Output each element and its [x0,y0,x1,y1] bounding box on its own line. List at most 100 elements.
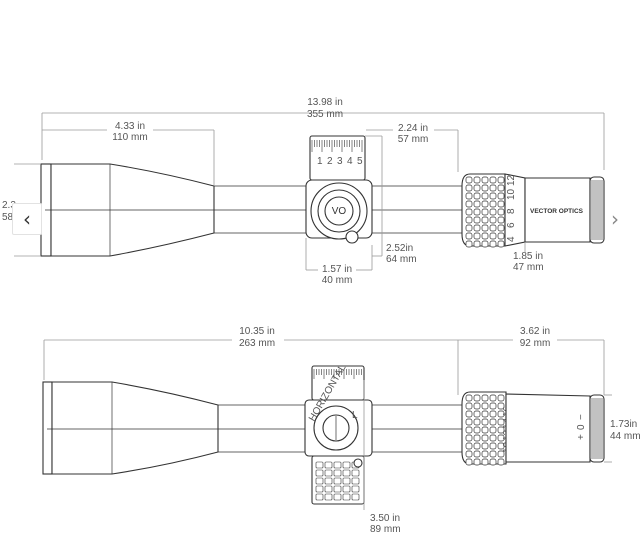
knurl-cell [465,176,473,184]
knurl-cell [497,450,505,458]
knob-segment [333,477,342,485]
diopter-minus: − [576,414,587,420]
knurl-cell [473,402,481,410]
knurl-cell [465,184,473,192]
knurl-cell [473,458,481,466]
turret-block-top: HORIZONTAL L [304,362,373,505]
knurl-cell [473,176,481,184]
knurl-cell [481,208,489,216]
objective-diameter-dimension: 2.3 58 [2,163,41,257]
overall-length-dimension: 13.98 in 355 mm [41,97,605,170]
knurl-cell [481,458,489,466]
previous-image-button[interactable]: ‹ [12,203,42,235]
knurl-cell [481,184,489,192]
knob-segment [342,469,351,477]
turret-width-inch: 1.57 in [322,264,352,275]
knurl-cell [473,426,481,434]
knurl-cell [473,442,481,450]
objective-length-mm: 110 mm [112,132,147,143]
knurl-cell [497,426,505,434]
knurl-cell [497,458,505,466]
knurl-cell [481,200,489,208]
knob-segment [333,461,342,469]
knurl-cell [465,232,473,240]
knurl-cell [481,402,489,410]
knurl-cell [489,418,497,426]
eyepiece-diameter-mm: 47 mm [513,262,544,273]
knob-segment [351,469,360,477]
mag-num-12: 12 [506,174,517,186]
knurl-cell [481,434,489,442]
knurl-cell [497,224,505,232]
knurl-cell [481,192,489,200]
knob-segment [324,461,333,469]
knurl-cell [473,434,481,442]
knurl-cell [497,434,505,442]
knurl-cell [481,426,489,434]
objective-diameter-mm: 58 [2,212,14,223]
diopter-zero: 0 [576,424,587,430]
knurl-cell [465,442,473,450]
knurl-cell [497,176,505,184]
knurl-cell [473,224,481,232]
mag-num-6: 6 [506,222,517,228]
knob-segment [315,469,324,477]
knurl-cell [465,192,473,200]
knurl-cell [481,442,489,450]
knurl-cell [473,450,481,458]
knurl-cell [481,450,489,458]
knurl-cell [465,426,473,434]
eyepiece-top: + 0 − [505,393,605,463]
elev-num-1: 1 [317,156,323,167]
knurl-cell [473,240,481,248]
knob-segment [315,485,324,493]
eyepiece-height-mm: 44 mm [610,431,641,442]
eyepiece-distance-dimension: 2.24 in 57 mm [366,123,459,172]
knurl-cell [465,240,473,248]
knurl-cell [481,240,489,248]
turret-height-inch: 2.52in [386,243,413,254]
knob-segment [333,469,342,477]
knurl-cell [497,208,505,216]
mag-num-4: 4 [506,236,517,242]
knurl-cell [489,458,497,466]
knurl-cell [473,232,481,240]
knurl-cell [481,224,489,232]
knurl-cell [489,224,497,232]
turret-span-inch: 3.50 in [370,513,400,524]
brand-logo-icon: VO [332,206,347,217]
knurl-cell [489,184,497,192]
knurl-cell [473,418,481,426]
knurl-cell [489,200,497,208]
front-length-inch: 10.35 in [239,326,275,337]
knurl-cell [489,426,497,434]
main-tube-top [218,404,462,453]
knurl-cell [473,410,481,418]
knurl-cell [497,184,505,192]
turret-span-dimension: 3.50 in 89 mm [363,380,401,535]
turret-height-dimension: 2.52in 64 mm [365,135,417,265]
knurl-cell [465,458,473,466]
turret-width-mm: 40 mm [322,275,353,286]
knurl-cell [497,192,505,200]
knurl-cell [465,410,473,418]
diopter-plus: + [576,434,587,440]
knurl-cell [465,402,473,410]
knob-segment [351,485,360,493]
knurl-cell [489,192,497,200]
eye-relief-mm: 92 mm [520,338,551,349]
elev-num-4: 4 [347,156,353,167]
main-tube [214,185,462,234]
knurl-cell [481,410,489,418]
knurl-cell [497,402,505,410]
knurl-cell [497,200,505,208]
knurl-cell [489,442,497,450]
knurl-cell [465,200,473,208]
next-image-button[interactable]: › [600,203,630,235]
knob-segment [333,493,342,501]
eyepiece-distance-inch: 2.24 in [398,123,428,134]
mag-num-8: 8 [506,208,517,214]
knob-segment [315,493,324,501]
knurl-cell [497,410,505,418]
elev-num-5: 5 [357,156,363,167]
